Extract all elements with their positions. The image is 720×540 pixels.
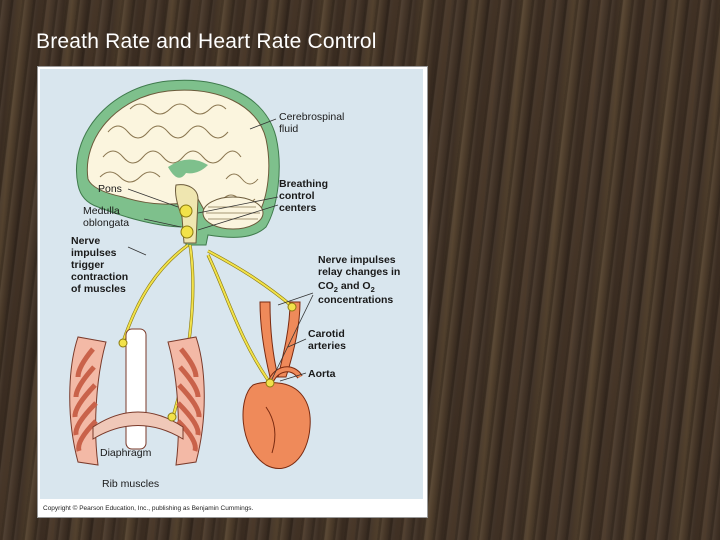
label-aorta: Aorta [308,368,336,380]
label-breathing-control-centers: Breathing control centers [279,178,331,214]
copyright-notice: Copyright © Pearson Education, Inc., pub… [43,504,254,512]
label-cerebrospinal-fluid: Cerebrospinal fluid [279,111,347,135]
pons-center-dot [179,204,193,218]
brain-shape [86,89,270,221]
diagram-svg: Cerebrospinal fluid Pons Medulla oblonga… [40,69,423,512]
slide-title: Breath Rate and Heart Rate Control [36,30,377,53]
label-carotid-arteries: Carotid arteries [308,328,348,352]
label-diaphragm: Diaphragm [100,447,152,459]
diagram-figure: Cerebrospinal fluid Pons Medulla oblonga… [37,66,428,518]
label-rib-muscles: Rib muscles [102,478,159,490]
label-co2-o2: CO2 and O2 [318,280,375,294]
leader-lines [127,118,314,382]
label-medulla-oblongata: Medulla oblongata [83,205,129,229]
label-pons: Pons [98,183,122,195]
heart-and-arteries [242,301,311,470]
label-concentrations: concentrations [318,294,393,306]
label-nerve-impulses-relay: Nerve impulses relay changes in [318,254,400,278]
ribcage [69,328,205,466]
medulla-center-dot [180,225,194,239]
nerve-pathways [122,244,294,418]
label-nerve-impulses-trigger: Nerve impulses trigger contraction of mu… [71,235,131,295]
